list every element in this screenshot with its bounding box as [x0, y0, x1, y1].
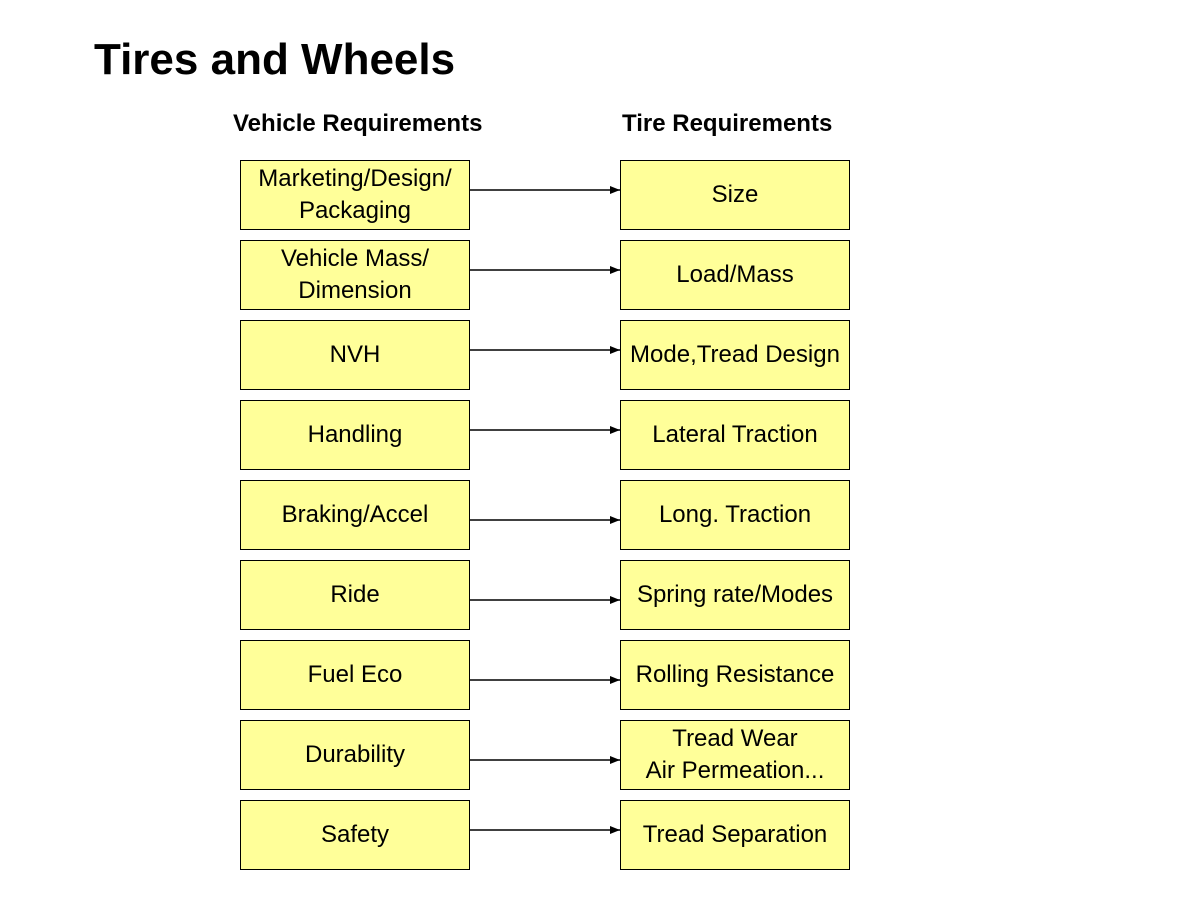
- vehicle-requirements-header: Vehicle Requirements: [233, 110, 483, 137]
- tire-requirement-box: Tread Separation: [620, 800, 850, 870]
- tire-requirements-header: Tire Requirements: [622, 110, 833, 137]
- tire-requirement-box: Long. Traction: [620, 480, 850, 550]
- tire-requirement-box: Mode,Tread Design: [620, 320, 850, 390]
- tire-requirement-box: Tread Wear Air Permeation...: [620, 720, 850, 790]
- tire-requirement-label: Long. Traction: [658, 501, 812, 528]
- vehicle-requirement-box: Safety: [240, 800, 470, 870]
- vehicle-requirement-label: Handling: [307, 421, 403, 448]
- vehicle-requirement-box: Marketing/Design/ Packaging: [240, 160, 470, 230]
- vehicle-requirement-label: NVH: [329, 341, 381, 368]
- vehicle-requirement-label: Vehicle Mass/ Dimension: [280, 245, 430, 304]
- vehicle-requirement-label: Ride: [330, 581, 380, 608]
- vehicle-requirement-label: Braking/Accel: [281, 501, 429, 528]
- vehicle-requirement-box: Durability: [240, 720, 470, 790]
- vehicle-requirement-box: Ride: [240, 560, 470, 630]
- tire-requirement-box: Load/Mass: [620, 240, 850, 310]
- tire-requirement-box: Lateral Traction: [620, 400, 850, 470]
- vehicle-requirement-box: NVH: [240, 320, 470, 390]
- page-title: Tires and Wheels: [94, 35, 456, 84]
- vehicle-requirement-label: Marketing/Design/ Packaging: [258, 165, 452, 224]
- tire-requirement-box: Size: [620, 160, 850, 230]
- tire-requirement-label: Size: [711, 181, 759, 208]
- tire-requirement-label: Rolling Resistance: [635, 661, 835, 688]
- tire-requirement-label: Tread Wear Air Permeation...: [645, 725, 825, 784]
- vehicle-requirement-box: Braking/Accel: [240, 480, 470, 550]
- vehicle-requirement-box: Fuel Eco: [240, 640, 470, 710]
- vehicle-requirement-label: Safety: [320, 821, 390, 848]
- tire-requirement-label: Tread Separation: [642, 821, 828, 848]
- tire-requirement-box: Spring rate/Modes: [620, 560, 850, 630]
- tire-requirement-label: Load/Mass: [676, 261, 794, 288]
- vehicle-requirement-box: Vehicle Mass/ Dimension: [240, 240, 470, 310]
- tire-requirement-label: Lateral Traction: [652, 421, 818, 448]
- tire-requirement-label: Mode,Tread Design: [630, 341, 840, 368]
- vehicle-requirement-label: Durability: [304, 741, 406, 768]
- tire-requirement-box: Rolling Resistance: [620, 640, 850, 710]
- tire-requirement-label: Spring rate/Modes: [636, 581, 834, 608]
- vehicle-requirement-label: Fuel Eco: [307, 661, 403, 688]
- vehicle-requirement-box: Handling: [240, 400, 470, 470]
